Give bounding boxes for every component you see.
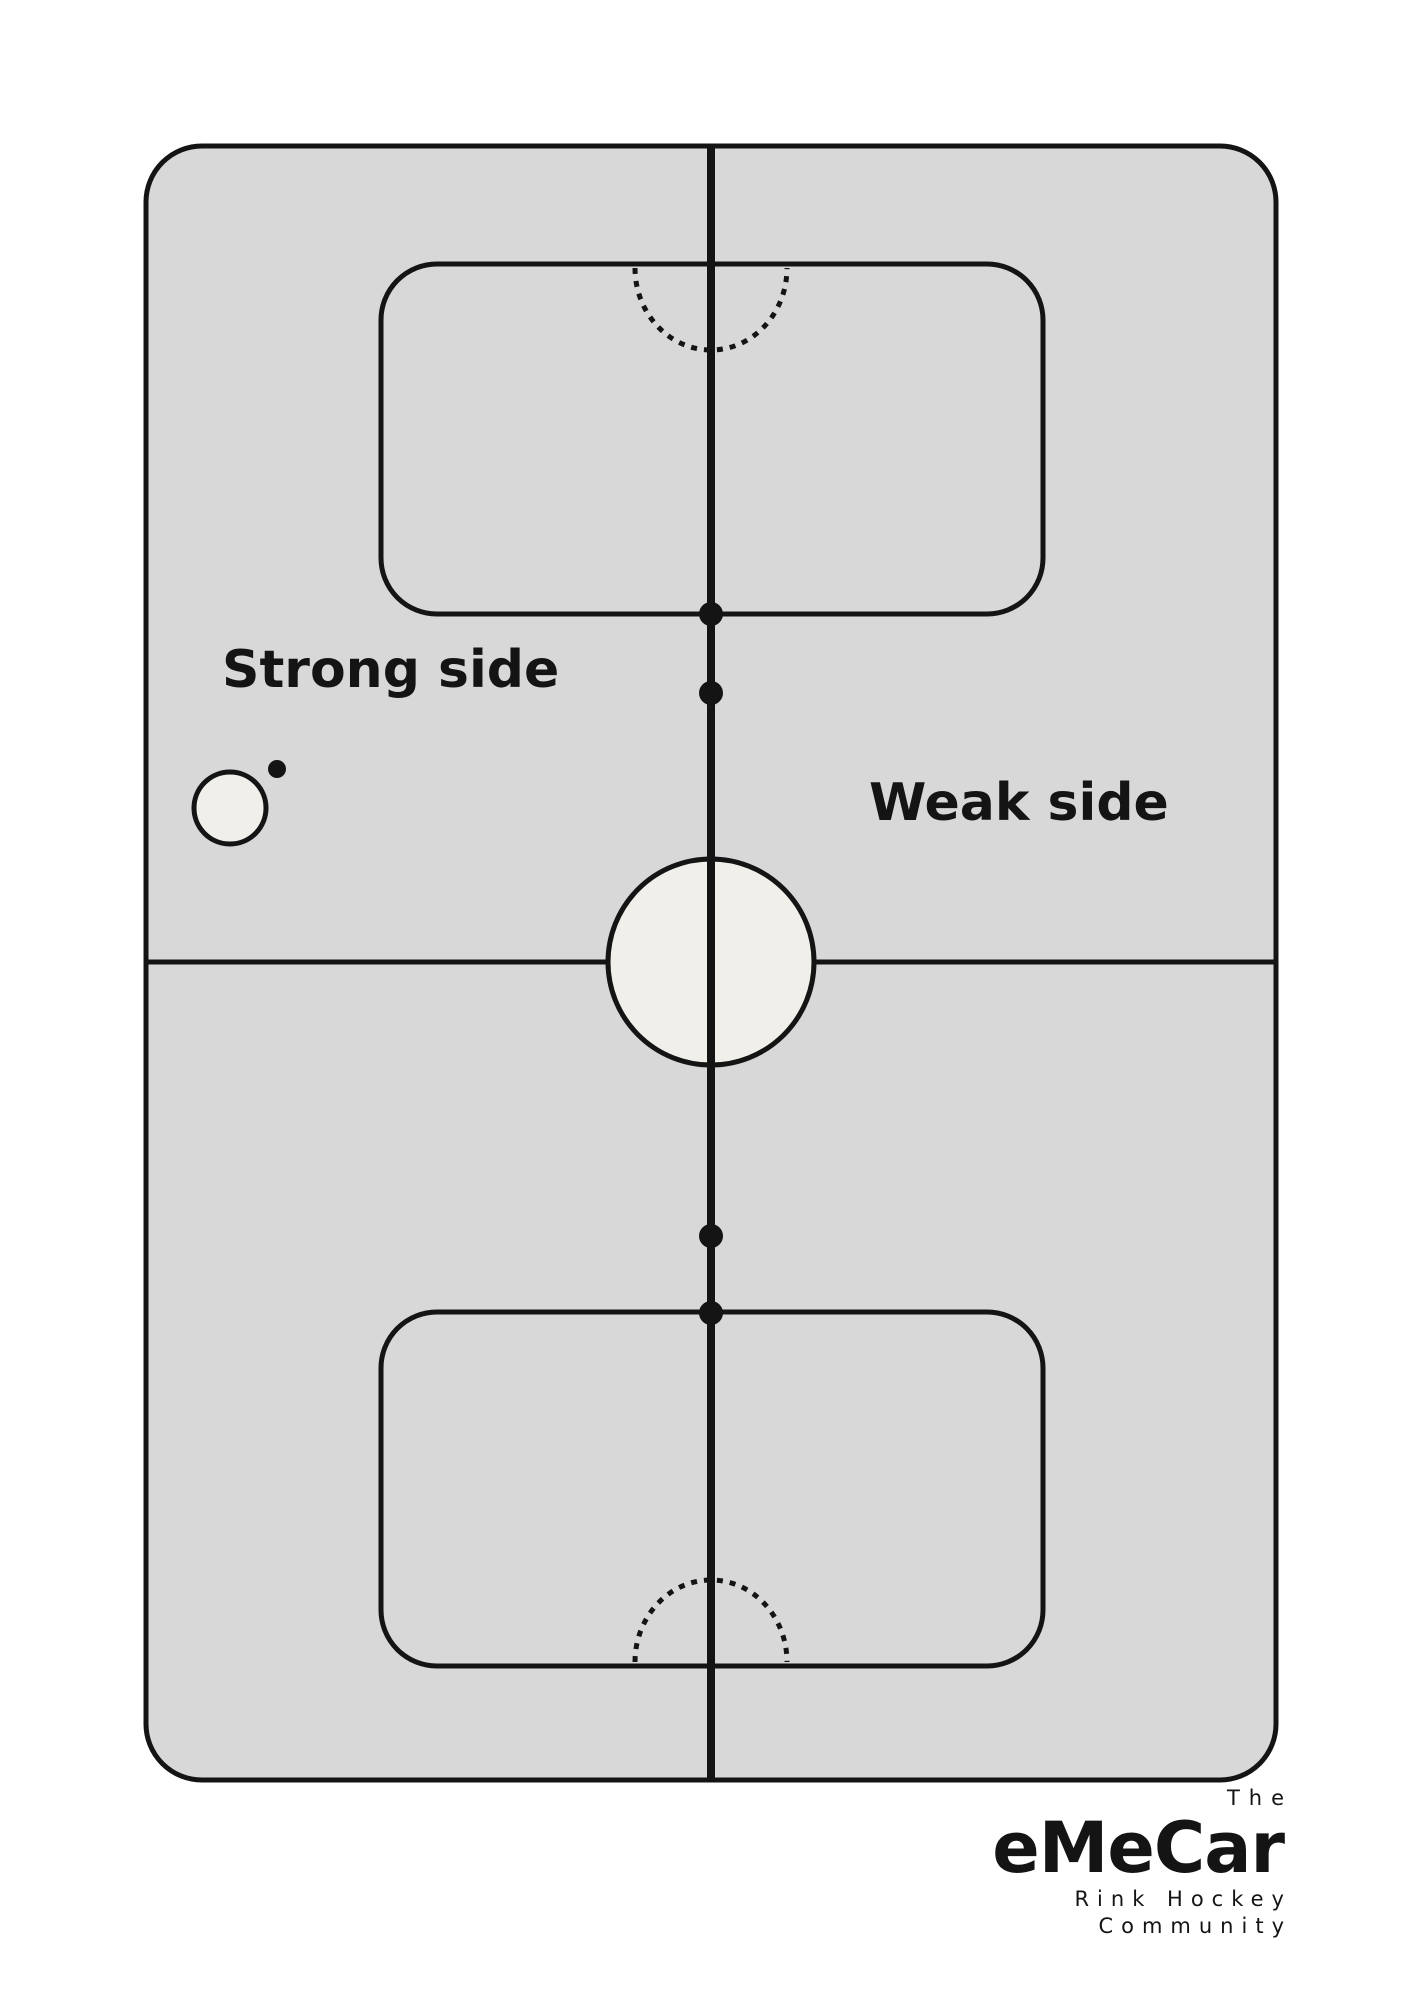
bottom-penalty-spot xyxy=(699,1301,723,1325)
brand-subtitle-line1: Rink Hockey xyxy=(1074,1887,1292,1911)
brand-logo: The eMeCar Rink Hockey Community xyxy=(992,1788,1285,1937)
bottom-goal-arc xyxy=(632,1577,790,1663)
weak-side-label: Weak side xyxy=(869,773,1169,833)
strong-side-label: Strong side xyxy=(222,640,559,700)
brand-subtitle-line2: Community xyxy=(1098,1914,1292,1938)
top-direct-free-hit-spot xyxy=(699,681,723,705)
top-goal-arc xyxy=(632,267,790,353)
brand-name: eMeCar xyxy=(992,1807,1285,1889)
bottom-direct-free-hit-spot xyxy=(699,1224,723,1248)
player-marker xyxy=(191,769,269,847)
ball-marker xyxy=(268,760,286,778)
top-penalty-spot xyxy=(699,602,723,626)
brand-the: The xyxy=(1226,1786,1293,1810)
